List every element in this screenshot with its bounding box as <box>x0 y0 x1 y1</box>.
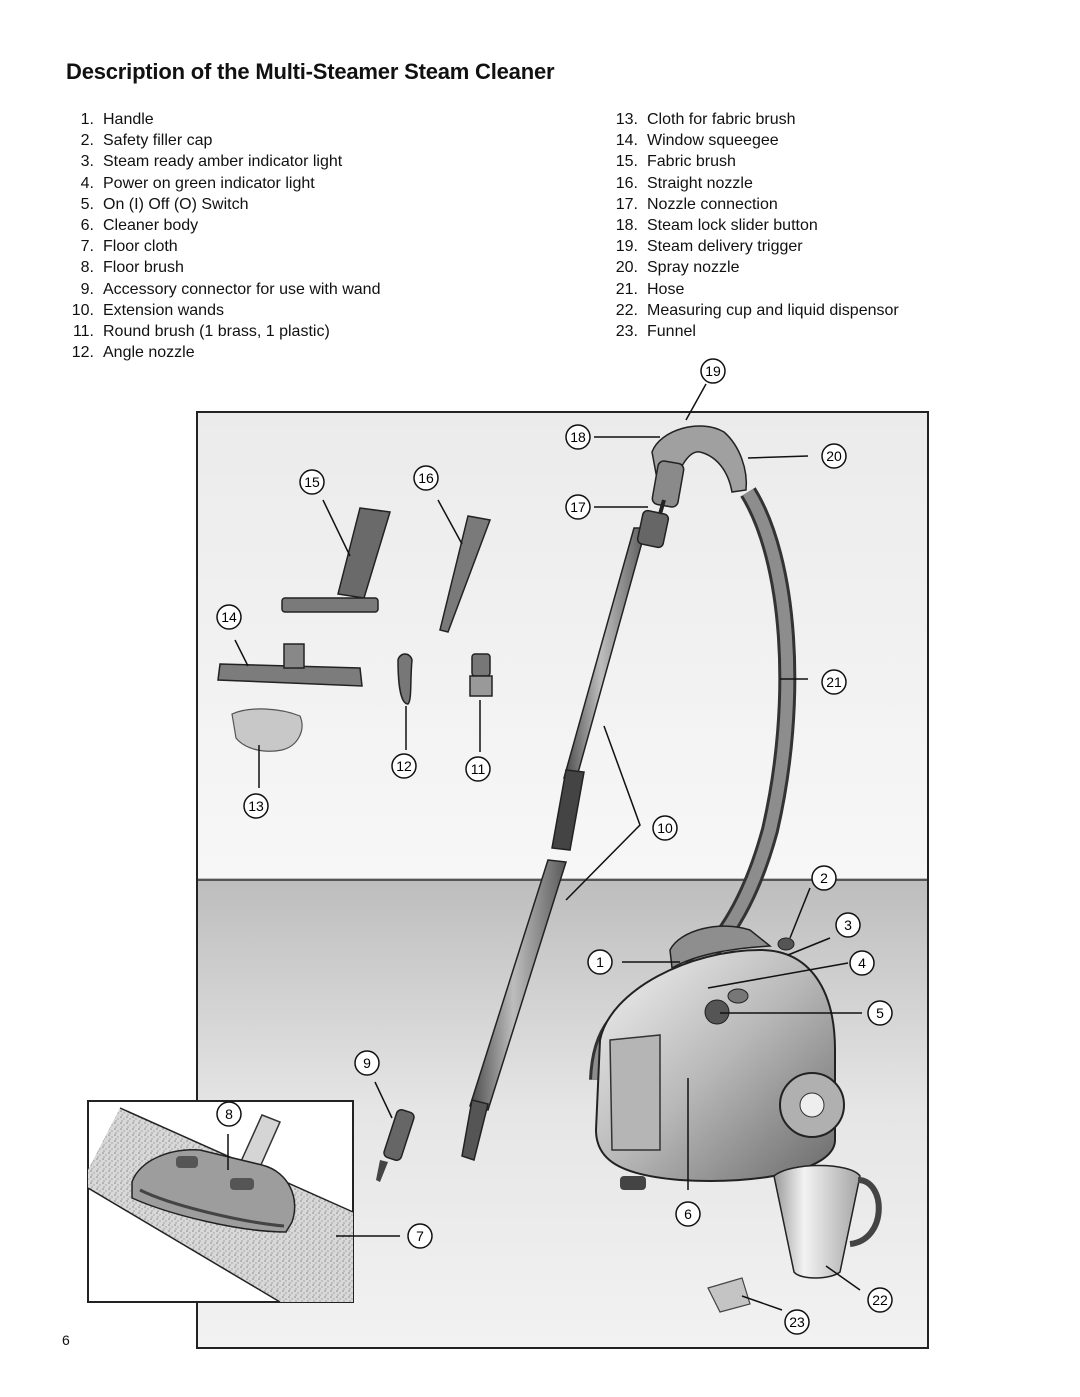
svg-text:22: 22 <box>872 1292 888 1308</box>
funnel <box>707 1277 751 1313</box>
svg-text:17: 17 <box>570 499 586 515</box>
callout-21: 21 <box>821 669 847 695</box>
svg-text:4: 4 <box>858 955 866 971</box>
callout-16: 16 <box>413 465 439 491</box>
callout-3: 3 <box>835 912 861 938</box>
svg-text:6: 6 <box>684 1206 692 1222</box>
round-brush <box>469 653 493 697</box>
svg-text:18: 18 <box>570 429 586 445</box>
svg-text:14: 14 <box>221 609 237 625</box>
svg-text:11: 11 <box>471 761 486 777</box>
list-item: 4Power on green indicator light <box>58 173 558 194</box>
list-item: 20Spray nozzle <box>602 257 1062 278</box>
list-item: 3Steam ready amber indicator light <box>58 151 558 172</box>
callout-19: 19 <box>700 358 726 384</box>
callout-18: 18 <box>565 424 591 450</box>
measuring-cup <box>773 1164 882 1279</box>
callout-6: 6 <box>675 1201 701 1227</box>
callout-2: 2 <box>811 865 837 891</box>
svg-text:15: 15 <box>304 474 320 490</box>
svg-text:13: 13 <box>248 798 264 814</box>
list-item: 22Measuring cup and liquid dispensor <box>602 300 1062 321</box>
list-item: 23Funnel <box>602 321 1062 342</box>
callout-20: 20 <box>821 443 847 469</box>
svg-text:5: 5 <box>876 1005 884 1021</box>
callout-10: 10 <box>652 815 678 841</box>
angle-nozzle <box>397 653 413 705</box>
svg-text:19: 19 <box>705 363 721 379</box>
leader-lines <box>227 383 862 1311</box>
svg-text:3: 3 <box>844 917 852 933</box>
list-item: 21Hose <box>602 279 1062 300</box>
callout-23: 23 <box>784 1309 810 1335</box>
page-number: 6 <box>62 1332 70 1348</box>
list-item: 14Window squeegee <box>602 130 1062 151</box>
page-title: Description of the Multi-Steamer Steam C… <box>66 58 555 84</box>
callout-15: 15 <box>299 469 325 495</box>
callout-5: 5 <box>867 1000 893 1026</box>
svg-text:12: 12 <box>396 758 412 774</box>
steam-handle <box>651 425 748 515</box>
callout-4: 4 <box>849 950 875 976</box>
floor-brush-inset <box>87 1100 354 1303</box>
callouts: 19 18 20 15 16 17 14 21 12 11 13 10 2 3 … <box>216 358 893 1335</box>
callout-13: 13 <box>243 793 269 819</box>
list-item: 16Straight nozzle <box>602 173 1062 194</box>
list-item: 7Floor cloth <box>58 236 558 257</box>
svg-text:7: 7 <box>416 1228 424 1244</box>
callout-17: 17 <box>565 494 591 520</box>
svg-text:21: 21 <box>826 674 842 690</box>
list-item: 8Floor brush <box>58 257 558 278</box>
callout-22: 22 <box>867 1287 893 1313</box>
svg-text:9: 9 <box>363 1055 371 1071</box>
list-item: 10Extension wands <box>58 300 558 321</box>
list-item: 13Cloth for fabric brush <box>602 109 1062 130</box>
list-item: 15Fabric brush <box>602 151 1062 172</box>
list-item: 11Round brush (1 brass, 1 plastic) <box>58 321 558 342</box>
callout-9: 9 <box>354 1050 380 1076</box>
parts-list-left: 1Handle 2Safety filler cap 3Steam ready … <box>58 109 558 363</box>
straight-nozzle <box>439 515 492 633</box>
list-item: 9Accessory connector for use with wand <box>58 279 558 300</box>
callout-11: 11 <box>465 756 491 782</box>
extension-wand <box>461 509 670 1161</box>
list-item: 5On (I) Off (O) Switch <box>58 194 558 215</box>
callout-7: 7 <box>407 1223 433 1249</box>
svg-text:23: 23 <box>789 1314 805 1330</box>
fabric-brush <box>281 507 391 613</box>
svg-text:20: 20 <box>826 448 842 464</box>
svg-text:1: 1 <box>596 954 604 970</box>
accessory-connector <box>376 1108 415 1182</box>
callout-8: 8 <box>216 1101 242 1127</box>
svg-text:16: 16 <box>418 470 434 486</box>
list-item: 17Nozzle connection <box>602 194 1062 215</box>
list-item: 12Angle nozzle <box>58 342 558 363</box>
parts-list-right: 13Cloth for fabric brush 14Window squeeg… <box>602 109 1062 342</box>
window-squeegee <box>217 643 363 687</box>
svg-text:2: 2 <box>820 870 828 886</box>
callout-14: 14 <box>216 604 242 630</box>
callout-1: 1 <box>587 949 613 975</box>
svg-text:8: 8 <box>225 1106 233 1122</box>
svg-text:10: 10 <box>657 820 673 836</box>
list-item: 6Cleaner body <box>58 215 558 236</box>
fabric-cloth <box>231 708 303 752</box>
list-item: 1Handle <box>58 109 558 130</box>
list-item: 19Steam delivery trigger <box>602 236 1062 257</box>
callout-12: 12 <box>391 753 417 779</box>
list-item: 2Safety filler cap <box>58 130 558 151</box>
cleaner-body <box>594 925 845 1190</box>
list-item: 18Steam lock slider button <box>602 215 1062 236</box>
